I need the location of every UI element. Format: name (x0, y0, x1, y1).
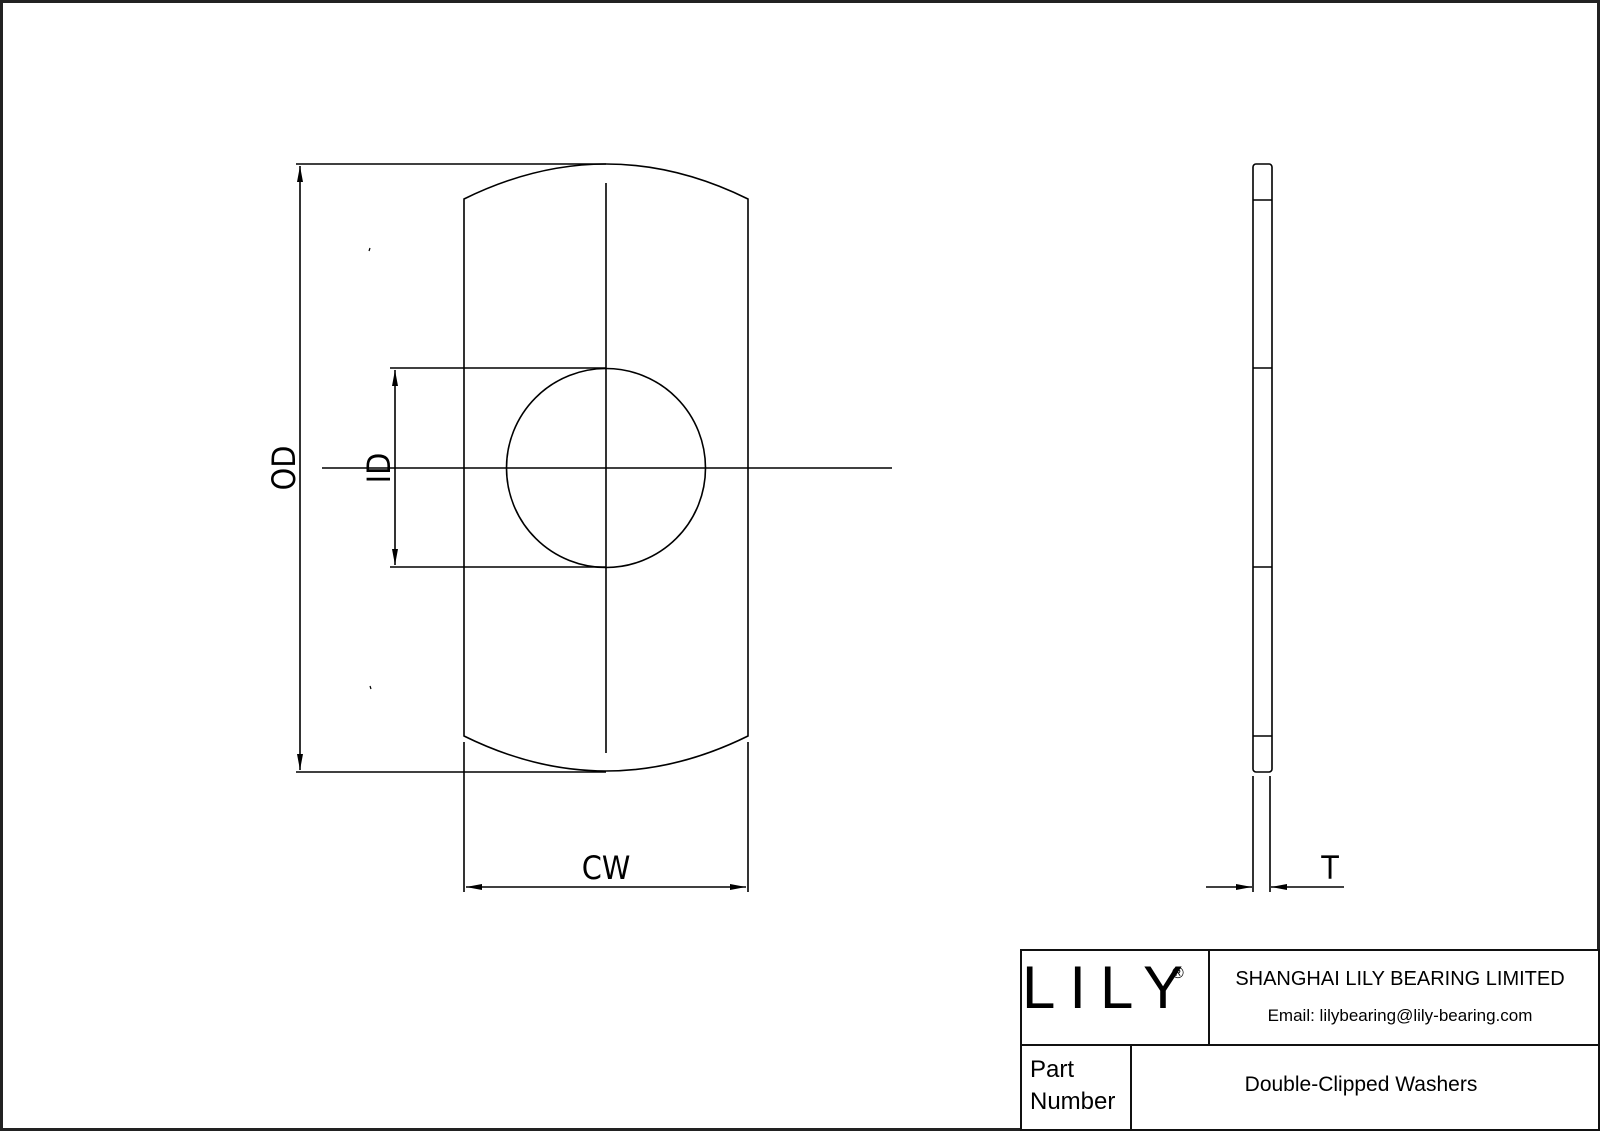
washer-side-profile (1252, 163, 1273, 773)
registered-mark: ® (1172, 965, 1184, 982)
company-email: Email: lilybearing@lily-bearing.com (1267, 1006, 1533, 1025)
od-label: OD (265, 446, 303, 491)
part-number-label: Part Number (1030, 1054, 1115, 1118)
part-number-label-line2: Number (1030, 1088, 1116, 1115)
front-view (296, 163, 892, 892)
title-block-frame (1020, 949, 1600, 1131)
row-divider (1020, 1044, 1600, 1046)
part-number-value: Double-Clipped Washers (1244, 1073, 1478, 1096)
cw-label: CW (582, 849, 631, 887)
company-name: SHANGHAI LILY BEARING LIMITED (1235, 968, 1565, 990)
t-label: T (1320, 849, 1339, 887)
washer-outline (463, 163, 749, 772)
part-number-label-line1: Part (1030, 1056, 1075, 1083)
part-number-divider (1130, 1044, 1132, 1131)
company-logo: LILY (1022, 954, 1197, 1021)
side-view (1206, 163, 1344, 892)
id-label: ID (360, 453, 398, 484)
logo-cell-divider (1208, 949, 1210, 1045)
